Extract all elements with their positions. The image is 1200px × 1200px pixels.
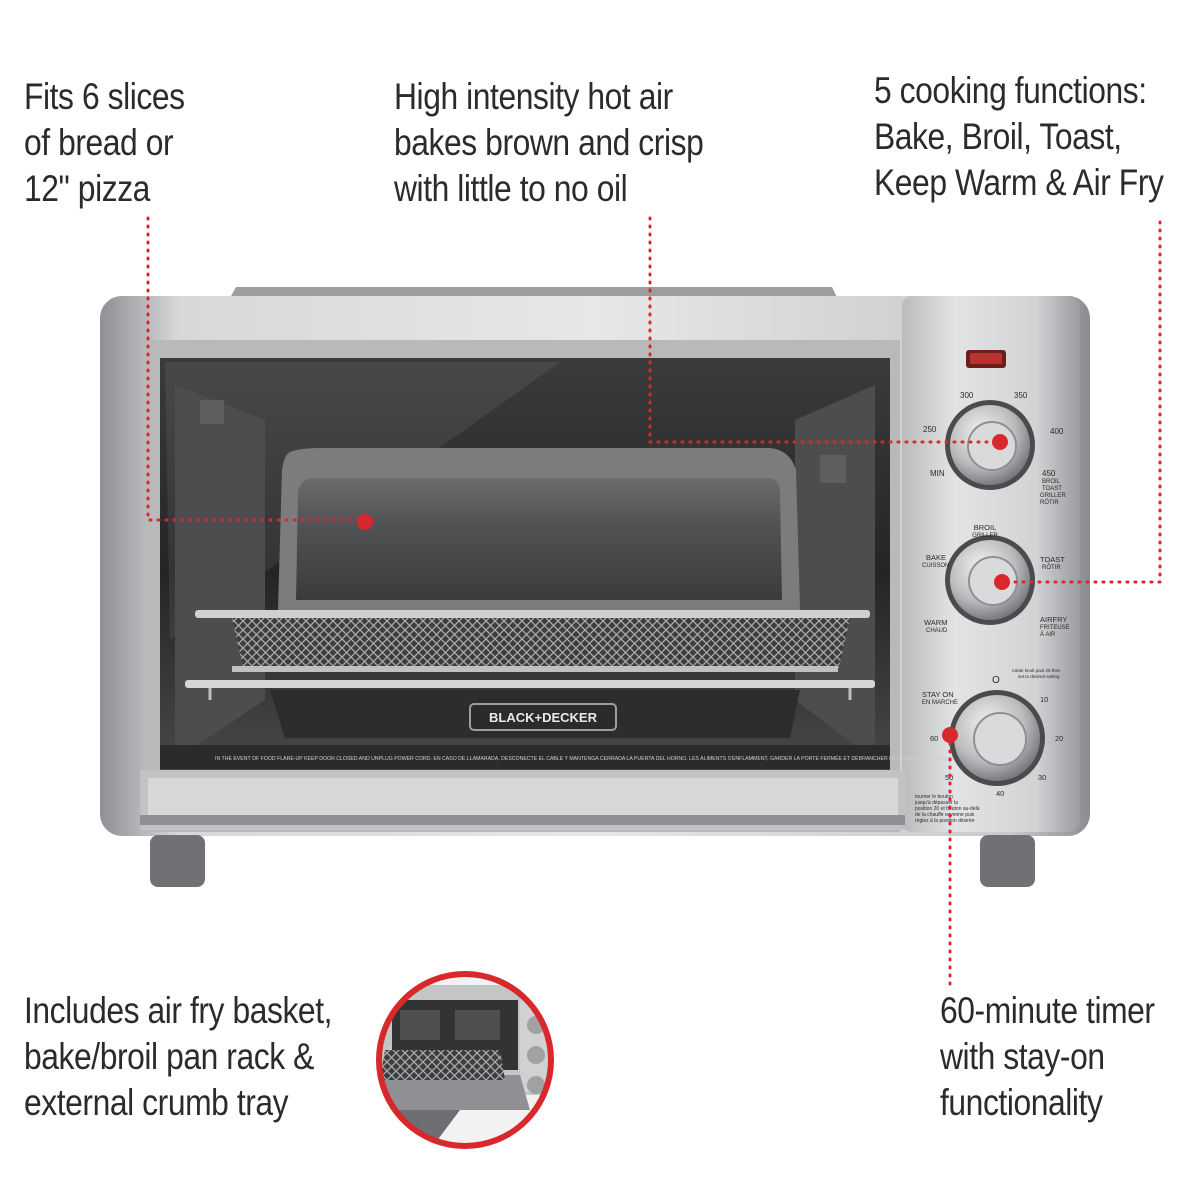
timer-dial-mark: 50 <box>945 773 953 782</box>
function-dial-label: BROIL <box>974 523 997 532</box>
function-dial-label: BAKE <box>926 553 946 562</box>
temp-dial-label: GRILLER <box>1040 493 1066 499</box>
temp-dial-label: MIN <box>930 469 945 478</box>
temp-dial-label: 350 <box>1014 391 1028 400</box>
function-dial-label: CUISSON <box>922 563 949 569</box>
callout-hot-air-line-2: bakes brown and crisp <box>394 122 704 163</box>
callout-timer-line-3: functionality <box>940 1082 1103 1123</box>
callout-accessories: Includes air fry basket, bake/broil pan … <box>24 988 332 1126</box>
foot-left <box>150 835 205 887</box>
timer-note: rotate knob past 20 then <box>1012 668 1061 673</box>
timer-dial-mark: 30 <box>1038 773 1046 782</box>
callout-functions-line-1: 5 cooking functions: <box>874 70 1147 111</box>
callout-lines <box>146 216 1162 987</box>
function-dial-label: AIRFRY <box>1040 615 1067 624</box>
function-dial-label: WARM <box>924 618 947 627</box>
timer-dial-mark: 60 <box>930 734 938 743</box>
callout-dots <box>357 434 1010 743</box>
callout-capacity: Fits 6 slices of bread or 12" pizza <box>24 74 185 212</box>
timer-stay-on-label: STAY ON <box>922 690 954 699</box>
function-dial[interactable]: BROIL GRILLER BAKE CUISSON TOAST RÔTIR W… <box>922 523 1070 638</box>
timer-dial-mark: 40 <box>996 789 1004 798</box>
temp-dial-label: BROIL <box>1042 479 1061 485</box>
callout-functions-line-2: Bake, Broil, Toast, <box>874 116 1122 157</box>
callout-timer-line-1: 60-minute timer <box>940 990 1155 1031</box>
wire-rack <box>185 680 875 700</box>
safety-notice: IN THE EVENT OF FOOD FLARE-UP KEEP DOOR … <box>215 755 956 762</box>
temp-dial-label: TOAST <box>1042 486 1062 492</box>
function-dial-label: RÔTIR <box>1042 564 1061 571</box>
timer-note-french: jusqu'à dépasser la <box>914 800 958 806</box>
callout-functions: 5 cooking functions: Bake, Broil, Toast,… <box>874 68 1164 206</box>
foot-right <box>980 835 1035 887</box>
callout-capacity-line-1: Fits 6 slices <box>24 76 185 117</box>
timer-dial-mark: 20 <box>1055 734 1063 743</box>
callout-timer-line-2: with stay-on <box>940 1036 1105 1077</box>
air-fry-basket <box>195 610 870 672</box>
function-dial-label: CHAUD <box>926 628 948 634</box>
temperature-dial[interactable]: 300 350 250 400 MIN 450 BROIL TOAST GRIL… <box>923 391 1066 506</box>
timer-note-french: tourner le bouton <box>915 794 953 800</box>
timer-dial-mark: 10 <box>1040 695 1048 704</box>
timer-note-french: réglez à la position désirée <box>915 818 975 824</box>
crumb-tray <box>140 770 905 830</box>
function-dial-label: FRITEUSE <box>1040 625 1070 631</box>
accessories-inset-image <box>376 971 554 1149</box>
callout-functions-line-3: Keep Warm & Air Fry <box>874 162 1164 203</box>
callout-capacity-line-2: of bread or <box>24 122 174 163</box>
function-dial-label: TOAST <box>1040 555 1065 564</box>
bake-pan <box>270 448 800 738</box>
temp-dial-label: 400 <box>1050 427 1064 436</box>
temp-dial-label: 450 <box>1042 469 1056 478</box>
callout-capacity-line-3: 12" pizza <box>24 168 150 209</box>
callout-accessories-line-3: external crumb tray <box>24 1082 289 1123</box>
function-dial-label: À AIR <box>1040 631 1056 638</box>
timer-note: set to desired setting <box>1018 674 1060 679</box>
temp-dial-label: RÔTIR <box>1040 499 1059 506</box>
function-dial-label: GRILLER <box>972 533 998 539</box>
timer-dial[interactable]: STAY ON EN MARCHE O 10 20 30 40 50 60 ro… <box>914 668 1063 824</box>
brand-badge: BLACK+DECKER <box>469 703 617 731</box>
timer-note-french: position 20 et bouton au-delà <box>915 806 980 812</box>
callout-accessories-line-1: Includes air fry basket, <box>24 990 333 1031</box>
brand-text: BLACK+DECKER <box>489 710 598 725</box>
timer-stay-on-label: EN MARCHE <box>922 700 958 706</box>
temp-dial-label: 250 <box>923 425 937 434</box>
temp-dial-label: 300 <box>960 391 974 400</box>
callout-hot-air-line-3: with little to no oil <box>394 168 628 209</box>
callout-timer: 60-minute timer with stay-on functionali… <box>940 988 1155 1126</box>
callout-hot-air: High intensity hot air bakes brown and c… <box>394 74 704 212</box>
callout-accessories-line-2: bake/broil pan rack & <box>24 1036 314 1077</box>
callout-hot-air-line-1: High intensity hot air <box>394 76 673 117</box>
timer-dial-mark: O <box>992 675 1000 686</box>
timer-note-french: de la chauffe voyenne puis <box>915 812 975 818</box>
